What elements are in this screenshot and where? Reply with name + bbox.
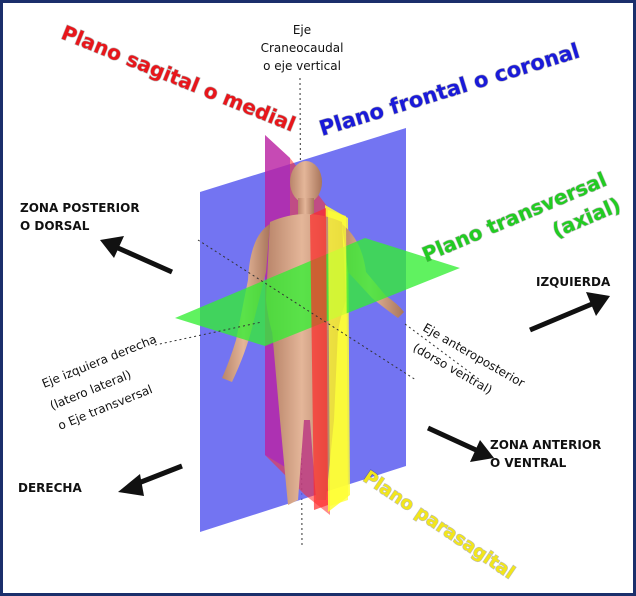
transverse-axis-line [197, 239, 417, 381]
label-zona-posterior-2: O DORSAL [20, 219, 90, 233]
label-plano-frontal: Plano frontal o coronal [316, 39, 582, 141]
transverse-axis-line-left [154, 321, 263, 346]
label-zona-anterior-1: ZONA ANTERIOR [490, 438, 601, 452]
parasagittal-strip-front [328, 210, 348, 506]
arrow-posterior-icon [100, 236, 174, 275]
arrow-derecha-icon [118, 463, 183, 496]
label-eje-vertical-1: Eje [293, 23, 311, 37]
label-derecha: DERECHA [18, 481, 82, 495]
sagittal-strip-front [310, 208, 328, 510]
arrow-anterior-icon [426, 425, 494, 462]
arrow-izquierda-icon [529, 292, 610, 333]
anteroposterior-axis-line [404, 323, 481, 381]
label-zona-anterior-2: O VENTRAL [490, 456, 567, 470]
label-zona-posterior-1: ZONA POSTERIOR [20, 201, 140, 215]
label-eje-vertical-3: o eje vertical [263, 59, 341, 73]
label-izquierda: IZQUIERDA [536, 275, 611, 289]
label-eje-vertical-2: Craneocaudal [261, 41, 344, 55]
label-plano-parasagital: Plano parasagital [359, 467, 518, 584]
label-plano-sagital: Plano sagital o medial [58, 20, 299, 136]
